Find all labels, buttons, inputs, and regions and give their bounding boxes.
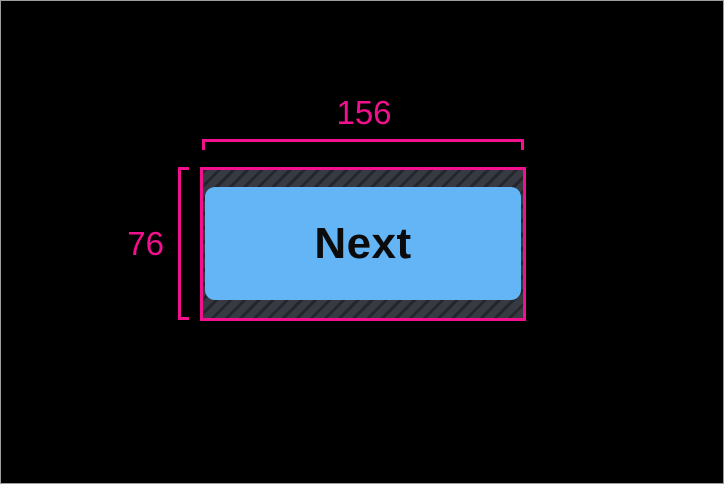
height-measurement-bracket — [178, 167, 189, 320]
next-button[interactable]: Next — [205, 187, 521, 300]
touch-target-outline: Next — [200, 167, 526, 321]
padding-hatch: Next — [203, 170, 523, 318]
width-dimension-label: 156 — [336, 94, 392, 131]
height-dimension-label: 76 — [127, 225, 164, 262]
next-button-label: Next — [314, 218, 412, 268]
width-measurement-bracket — [202, 139, 524, 150]
